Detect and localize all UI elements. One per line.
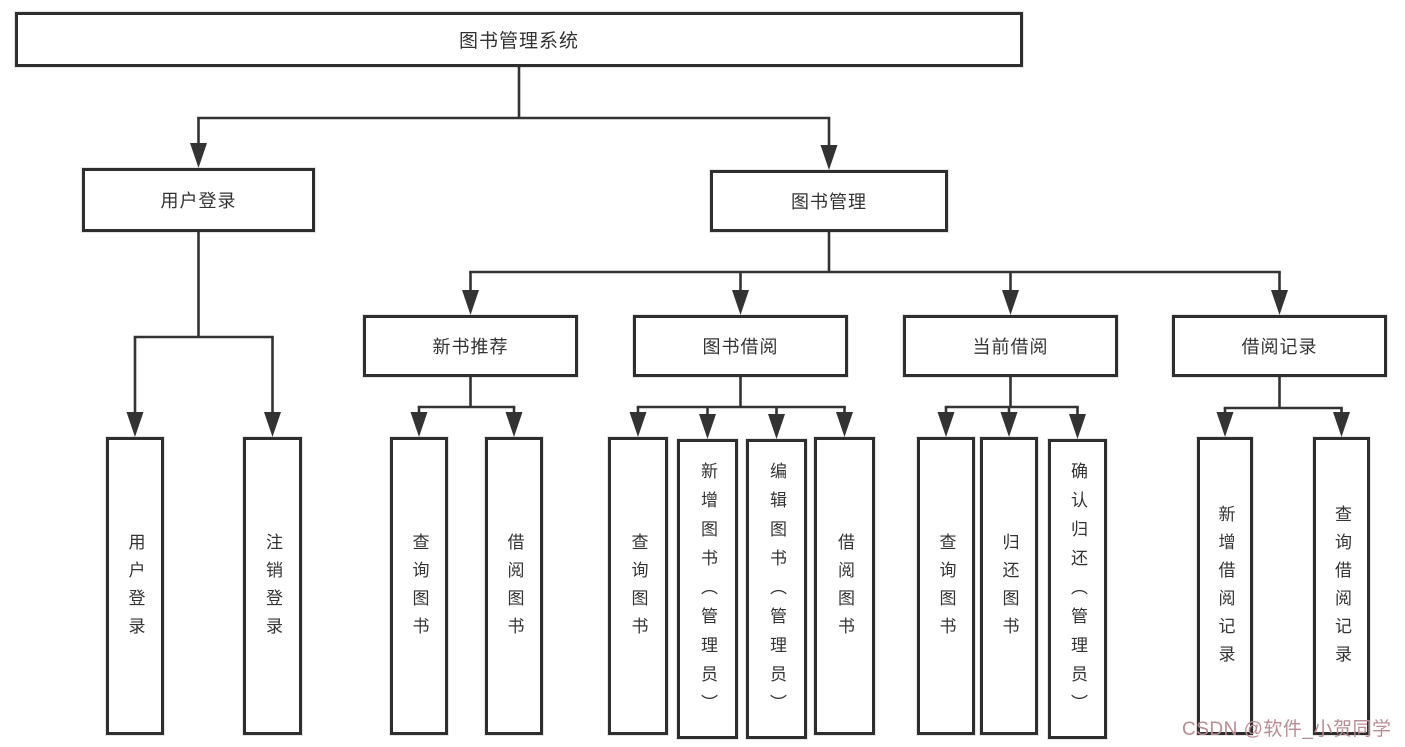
node-new-book-recommend: 新书推荐: [363, 315, 578, 377]
leaf-borrow-edit-books-admin: 编辑图书（管理员）: [746, 439, 807, 739]
leaf-current-confirm-return-admin: 确认归还（管理员）: [1048, 439, 1107, 739]
leaf-newbook-borrow-books: 借阅图书: [485, 437, 543, 735]
leaf-records-add-record: 新增借阅记录: [1197, 437, 1253, 735]
leaf-current-query-books: 查询图书: [917, 437, 975, 735]
node-user-login: 用户登录: [82, 168, 315, 232]
node-current-borrow: 当前借阅: [903, 315, 1118, 377]
node-book-borrow: 图书借阅: [633, 315, 848, 377]
leaf-user-login: 用户登录: [106, 437, 164, 735]
leaf-borrow-query-books: 查询图书: [608, 437, 668, 735]
node-book-management: 图书管理: [710, 170, 948, 232]
leaf-logout: 注销登录: [243, 437, 302, 735]
watermark: CSDN @软件_小贺同学: [1182, 719, 1392, 740]
leaf-borrow-add-books-admin: 新增图书（管理员）: [677, 439, 738, 739]
node-borrow-records: 借阅记录: [1172, 315, 1387, 377]
leaf-borrow-borrow-books: 借阅图书: [814, 437, 875, 735]
leaf-newbook-query-books: 查询图书: [390, 437, 448, 735]
leaf-records-query-record: 查询借阅记录: [1313, 437, 1370, 735]
leaf-current-return-books: 归还图书: [980, 437, 1038, 735]
node-root: 图书管理系统: [15, 12, 1023, 67]
